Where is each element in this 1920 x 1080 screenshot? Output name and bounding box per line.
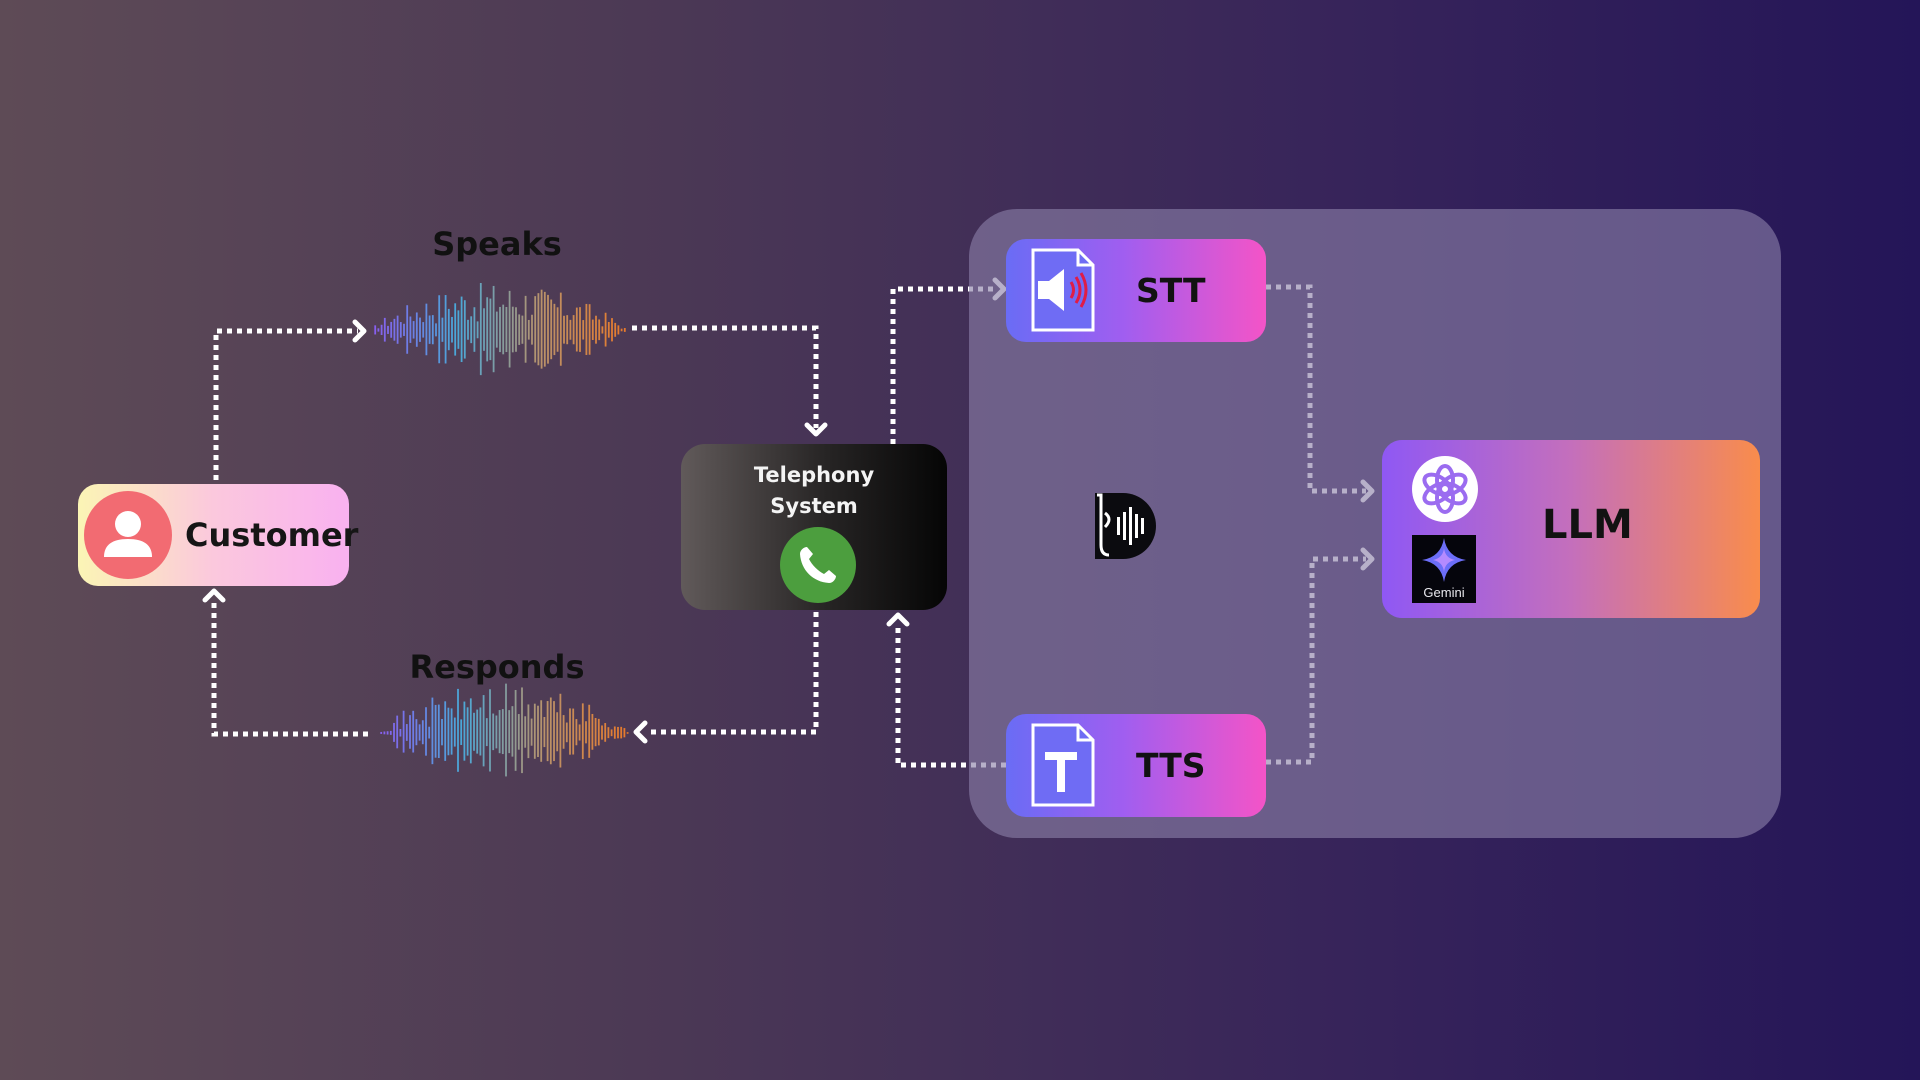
response-to-customer-connector — [211, 601, 368, 737]
speaks-label: Speaks — [432, 225, 562, 263]
arrowhead-to-response — [633, 720, 648, 744]
speech-to-telephony-connector — [632, 325, 819, 428]
arrowhead-to-telephony-up — [886, 612, 910, 627]
arrowhead-to-customer — [202, 588, 226, 603]
customer-label: Customer — [185, 516, 359, 554]
deepgram-logo-icon — [1095, 493, 1156, 559]
person-icon — [84, 491, 172, 579]
responds-label: Responds — [409, 648, 585, 686]
stt-node[interactable]: STT — [1006, 239, 1266, 342]
customer-to-speech-connector — [213, 328, 358, 480]
gemini-logo-icon: Gemini — [1412, 535, 1476, 603]
llm-label: LLM — [1542, 502, 1633, 548]
telephony-label-line2: System — [770, 494, 858, 518]
arrowhead-to-speech — [352, 319, 367, 343]
llm-node[interactable]: Gemini LLM — [1382, 440, 1760, 618]
tts-label: TTS — [1136, 746, 1206, 785]
telephony-label: Telephony System — [681, 460, 947, 522]
arrowhead-to-telephony — [804, 422, 828, 437]
speaker-file-icon — [1031, 248, 1095, 332]
stt-label: STT — [1136, 271, 1206, 310]
speech-waveform — [374, 282, 626, 376]
customer-node[interactable]: Customer — [78, 484, 358, 586]
text-file-icon — [1031, 723, 1095, 807]
telephony-label-line1: Telephony — [753, 463, 875, 487]
response-waveform — [380, 683, 629, 777]
telephony-to-response-connector — [646, 612, 819, 735]
tts-node[interactable]: TTS — [1006, 714, 1266, 817]
telephony-to-stt-connector — [890, 286, 994, 444]
gemini-label: Gemini — [1423, 585, 1465, 600]
openai-logo-icon — [1412, 456, 1478, 522]
phone-icon — [780, 527, 856, 603]
telephony-node[interactable]: Telephony System — [681, 444, 947, 610]
tts-to-telephony-connector — [895, 625, 1006, 768]
